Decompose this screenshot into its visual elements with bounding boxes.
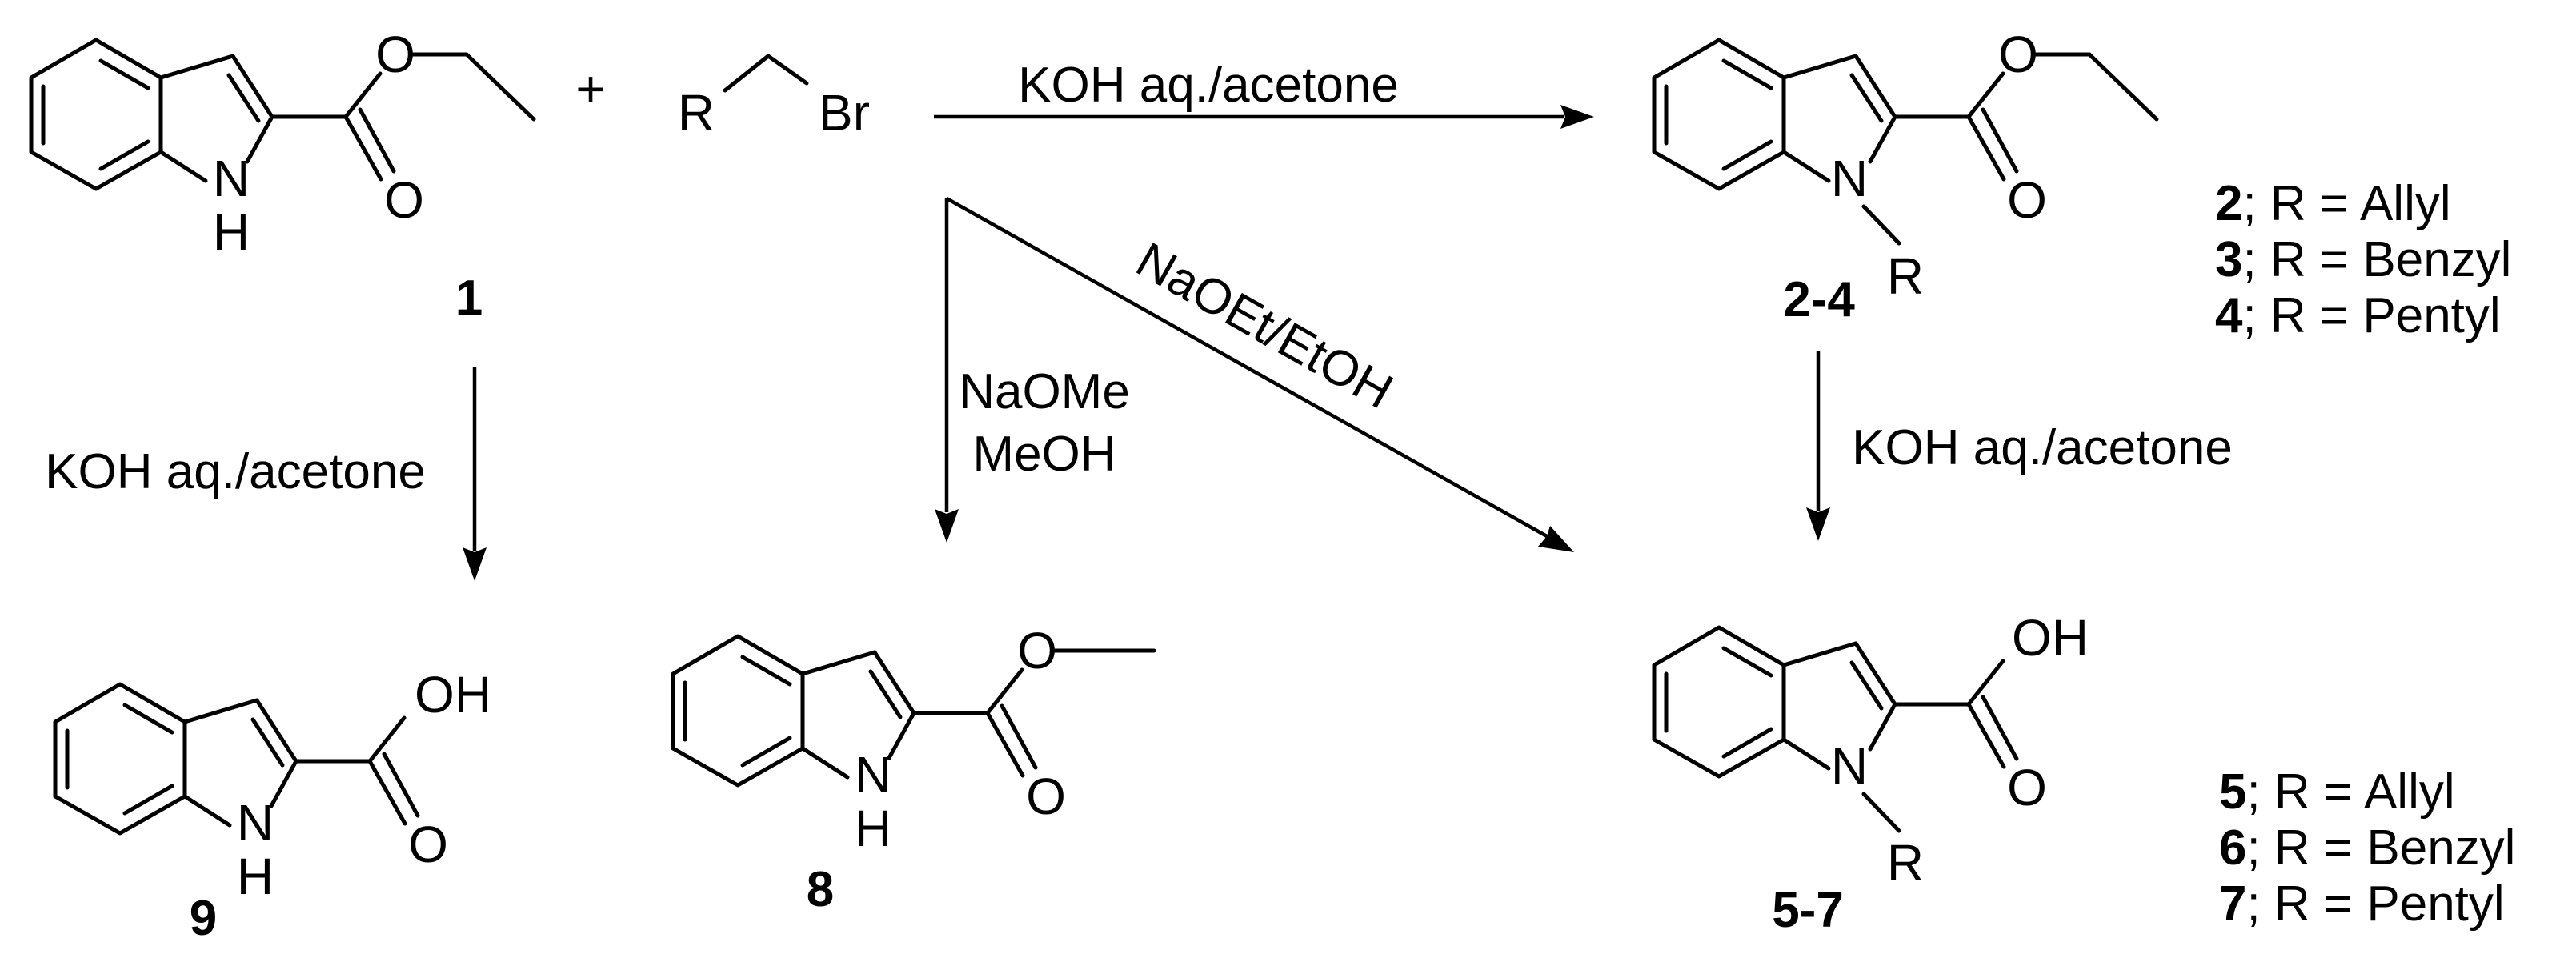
condition-mid-line1: NaOMe <box>959 364 1130 419</box>
atom-label: O <box>2007 171 2047 229</box>
atom-label: O <box>1026 768 1066 825</box>
legend-entry: 7; R = Pentyl <box>2219 876 2505 932</box>
atom-label: Br <box>819 84 870 142</box>
compound-8-structure: O O N H <box>671 622 1156 857</box>
condition-diagonal: NaOEt/EtOH <box>1128 232 1402 419</box>
condition-left: KOH aq./acetone <box>45 444 426 499</box>
atom-label: H <box>237 848 274 905</box>
atom-label: H <box>855 800 891 857</box>
atom-label: O <box>384 171 424 229</box>
legend-2-4: 2; R = Allyl 3; R = Benzyl 4; R = Pentyl <box>2215 176 2511 343</box>
condition-right: KOH aq./acetone <box>1852 420 2233 475</box>
arrow-to-2-4 <box>934 105 1594 129</box>
legend-entry: 5; R = Allyl <box>2219 764 2455 820</box>
atom-label: N <box>855 746 891 804</box>
arrow-to-9 <box>463 367 487 581</box>
condition-top: KOH aq./acetone <box>1018 58 1399 113</box>
compound-label-1: 1 <box>455 271 483 326</box>
atom-label: R <box>1887 834 1924 892</box>
arrow-to-5-7 <box>1806 351 1830 541</box>
condition-mid-line2: MeOH <box>972 427 1116 482</box>
legend-entry: 3; R = Benzyl <box>2215 232 2511 287</box>
legend-entry: 6; R = Benzyl <box>2219 820 2515 876</box>
atom-label: R <box>678 84 715 142</box>
compound-5-7-structure: OH O N R <box>1652 609 2089 892</box>
atom-label: O <box>1998 26 2038 83</box>
legend-entry: 4; R = Pentyl <box>2215 288 2501 343</box>
atom-label: N <box>1831 737 1868 795</box>
compound-2-4-structure: O O N R <box>1652 26 2159 305</box>
arrow-diagonal-to-5-7 <box>945 197 1574 552</box>
compound-label-8: 8 <box>807 862 834 917</box>
atom-label: N <box>1831 150 1868 207</box>
atom-label: N <box>237 794 274 852</box>
atom-label: O <box>2007 759 2047 816</box>
plus-sign: + <box>575 60 605 118</box>
compound-1-structure: O O N H <box>29 26 536 261</box>
compound-9-structure: OH O N H <box>53 666 491 905</box>
atom-label: O <box>1017 622 1057 679</box>
atom-label: O <box>408 816 448 873</box>
atom-label: N <box>213 150 250 207</box>
alkyl-bromide-structure: R Br <box>678 54 870 142</box>
legend-5-7: 5; R = Allyl 6; R = Benzyl 7; R = Pentyl <box>2219 764 2515 932</box>
compound-label-2-4: 2-4 <box>1783 272 1855 327</box>
compound-label-5-7: 5-7 <box>1772 883 1844 938</box>
atom-label: H <box>213 203 250 261</box>
legend-entry: 2; R = Allyl <box>2215 176 2451 231</box>
compound-label-9: 9 <box>190 891 217 946</box>
atom-label: OH <box>2012 609 2089 667</box>
arrow-to-8 <box>935 198 959 543</box>
atom-label: OH <box>415 666 491 724</box>
atom-label: O <box>375 26 415 83</box>
atom-label: R <box>1887 247 1924 305</box>
